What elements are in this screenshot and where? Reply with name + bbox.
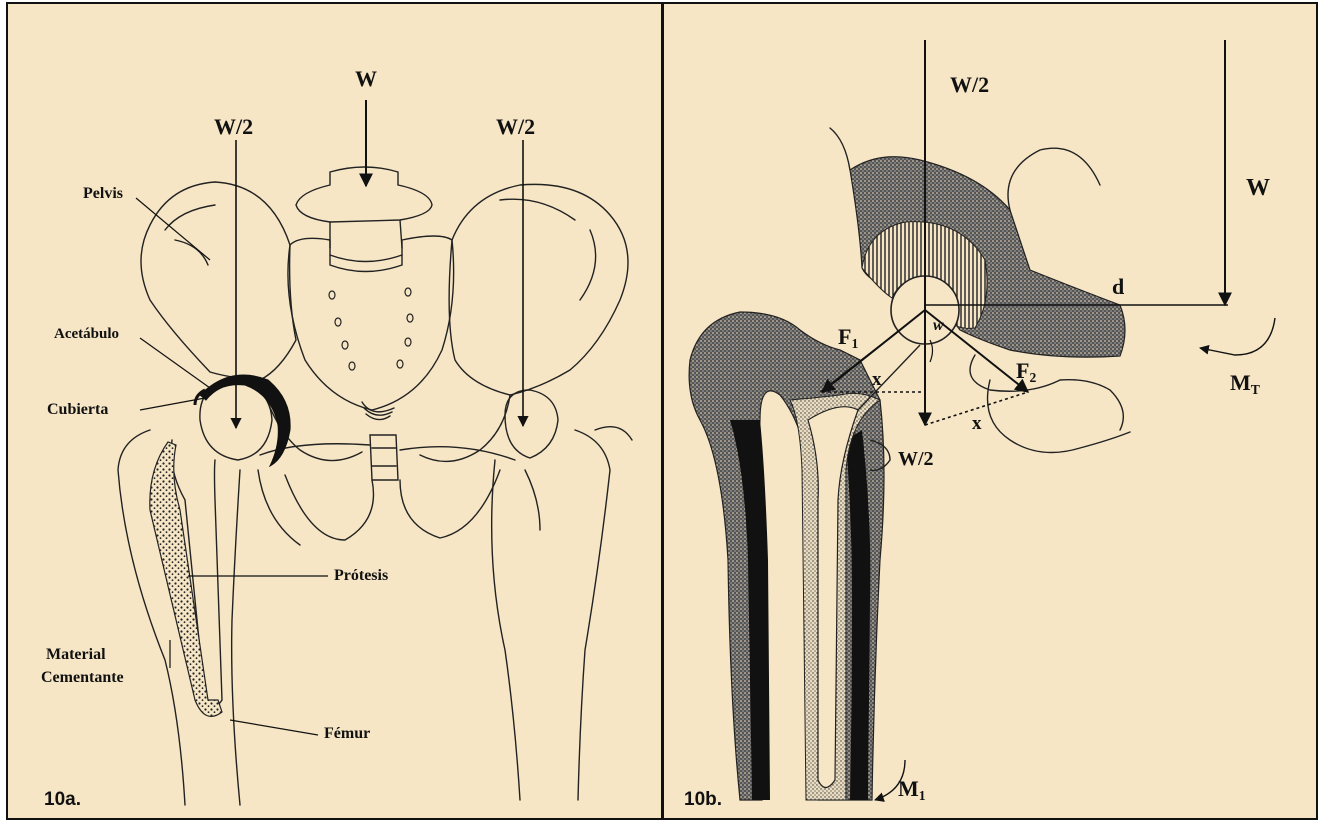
panel-b-tag: 10b. [684,790,722,809]
pubic-symphysis [370,435,398,480]
label-material: Material [46,647,106,663]
label-w-b: W [1246,176,1270,200]
label-w: W [355,68,377,90]
label-femur: Fémur [324,726,370,742]
vertebra [296,167,432,222]
panel-a-drawing [118,167,632,805]
label-w-glyph: w [933,318,944,334]
right-ischium [1008,148,1100,210]
label-w2-left: W/2 [214,116,253,138]
label-m1: M1 [898,778,926,803]
label-d: d [1112,276,1124,298]
right-ilium [449,184,628,395]
label-pelvis: Pelvis [83,186,123,202]
right-femur [492,427,632,800]
right-femoral-head [505,390,558,458]
label-f1: F1 [838,326,858,351]
label-f2: F2 [1016,360,1036,385]
label-mt: MT [1230,372,1260,397]
label-cubierta: Cubierta [47,402,108,418]
sacral-foramina [329,288,413,370]
left-ilium [141,182,296,380]
label-cementante: Cementante [41,670,124,686]
moment-mt-arrow [1200,318,1275,355]
label-acetabulo: Acetábulo [54,327,119,342]
label-w2-top: W/2 [950,74,989,96]
panel-a-tag: 10a. [44,790,81,809]
label-w2-right: W/2 [496,116,535,138]
sacrum [288,236,454,410]
label-protesis: Prótesis [334,568,388,584]
label-x-left: x [872,370,882,389]
cement-mantle [150,442,222,716]
label-w2-small: W/2 [898,449,934,469]
acetabular-cup [200,375,290,466]
label-x-right: x [972,414,982,433]
